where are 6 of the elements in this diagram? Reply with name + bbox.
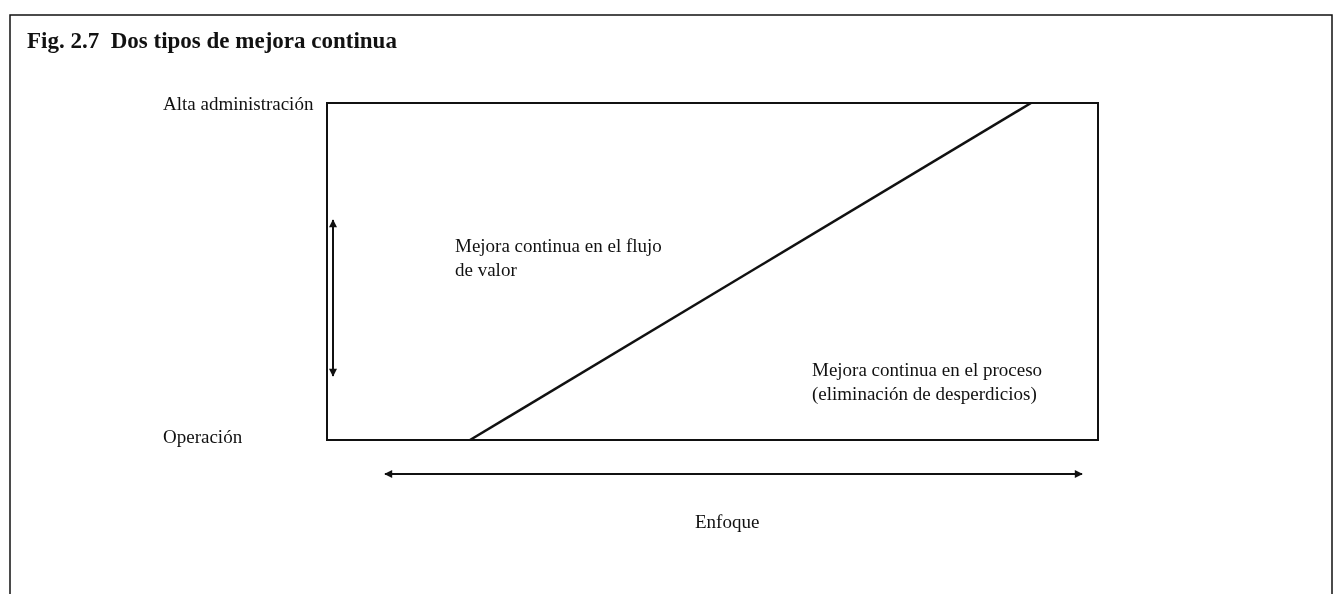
axis-label: Operación bbox=[163, 425, 243, 449]
figure-title: Fig. 2.7 Dos tipos de mejora continua bbox=[27, 28, 397, 54]
axis-label: Alta administración bbox=[163, 92, 314, 116]
region-label: Mejora continua en el flujo de valor bbox=[455, 234, 663, 282]
region-label: Mejora continua en el proceso (eliminación de desperdicios) bbox=[812, 358, 1044, 406]
axis-label: Enfoque bbox=[695, 510, 760, 534]
